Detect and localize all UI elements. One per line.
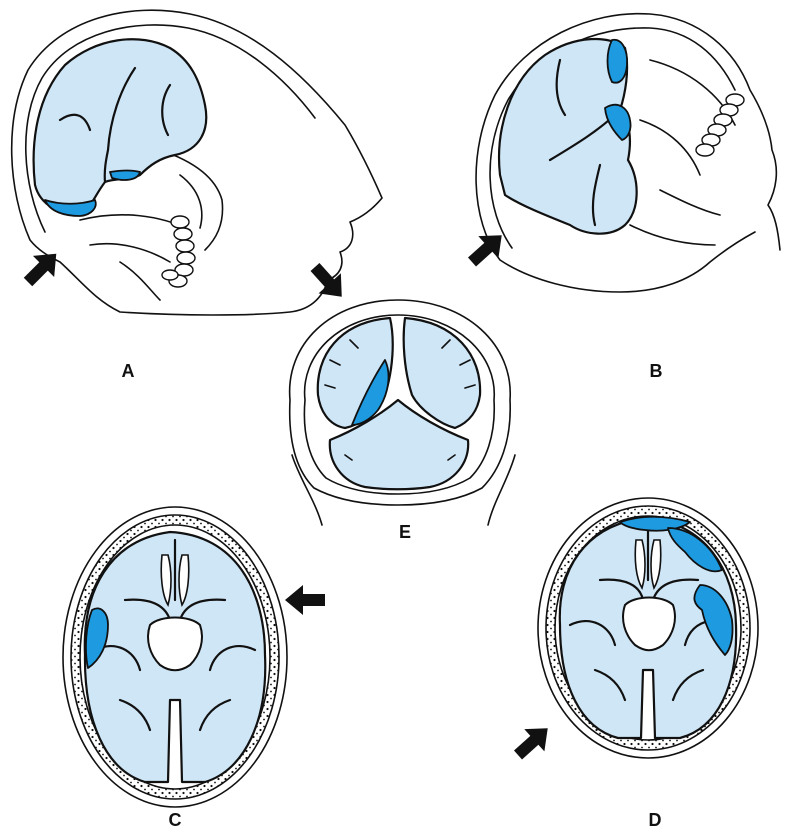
panel-a-brain <box>34 39 207 215</box>
panel-label-a: A <box>122 361 135 381</box>
impact-arrow-icon <box>304 257 353 307</box>
panel-label-e: E <box>399 522 411 542</box>
panel-a-frontal-lesion <box>110 171 140 181</box>
panel-b: B <box>462 14 780 381</box>
panel-label-b: B <box>650 361 663 381</box>
panel-a-teeth <box>162 216 195 287</box>
panel-d: D <box>508 498 758 830</box>
panel-label-c: C <box>169 810 182 830</box>
impact-arrow-icon <box>462 224 512 273</box>
impact-arrow-icon <box>508 717 558 766</box>
panel-label-d: D <box>649 810 662 830</box>
panel-b-frontal-lesion <box>608 40 628 83</box>
impact-arrow-icon <box>285 585 325 615</box>
panel-e: E <box>290 257 515 542</box>
panel-b-face-bones <box>630 60 735 245</box>
panel-c: C <box>63 507 325 830</box>
